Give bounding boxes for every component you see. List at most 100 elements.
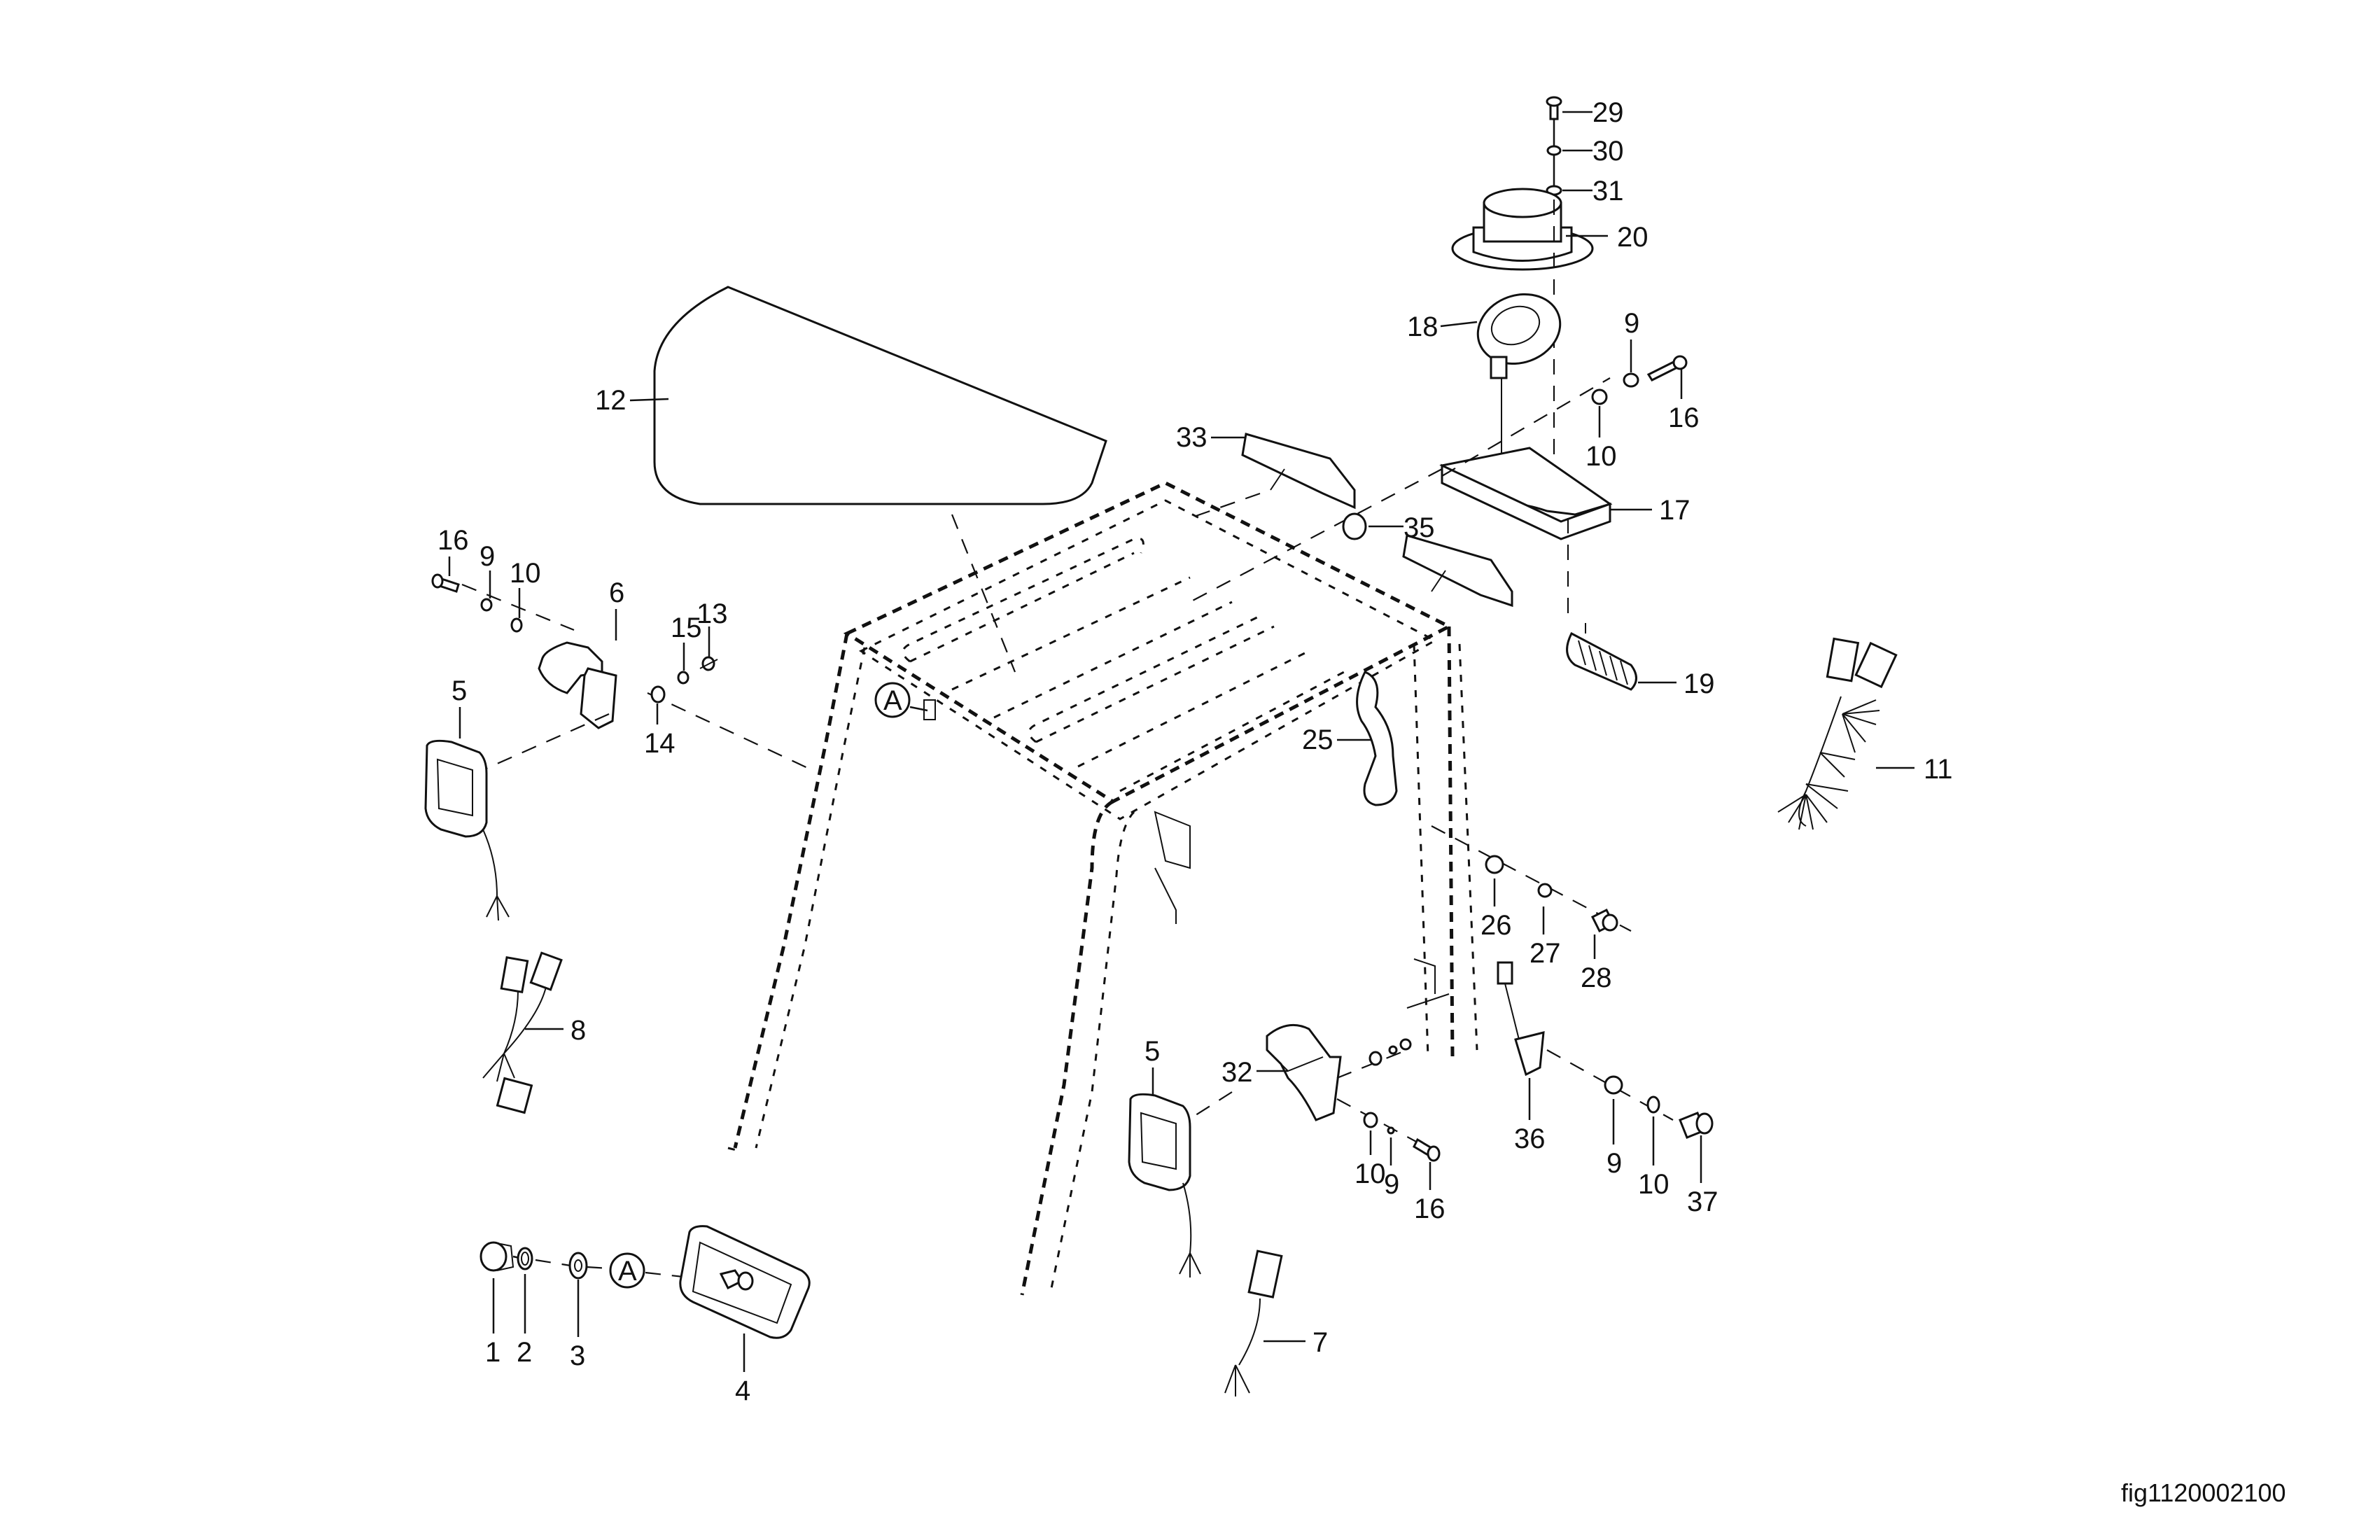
callout-14: 14 bbox=[644, 704, 676, 759]
part-26-washer bbox=[1485, 855, 1504, 874]
part-36-rear-light bbox=[1497, 961, 1545, 1077]
part-9-washer-lower-right bbox=[1604, 1075, 1623, 1095]
callout-number: 33 bbox=[1176, 422, 1208, 453]
part-10-washer-lower-right bbox=[1646, 1096, 1660, 1114]
callout-12: 12 bbox=[595, 385, 669, 416]
callout-number: 12 bbox=[595, 385, 626, 416]
callout-number: 14 bbox=[644, 728, 676, 759]
callout-25: 25 bbox=[1302, 724, 1372, 755]
callout-7: 7 bbox=[1264, 1327, 1328, 1358]
part-10-washer-left bbox=[510, 617, 523, 633]
callout-number: 20 bbox=[1617, 222, 1648, 253]
part-16-bolt-lower-mid bbox=[1413, 1138, 1441, 1162]
detail-label: A bbox=[618, 1256, 637, 1287]
callout-20: 20 bbox=[1566, 222, 1648, 253]
part-33-light-bar bbox=[1241, 433, 1356, 510]
figure-id-label: fig1120002100 bbox=[2121, 1478, 2286, 1507]
callout-37: 37 bbox=[1687, 1135, 1718, 1217]
callout-number: 5 bbox=[1144, 1036, 1160, 1067]
part-4-mirror bbox=[679, 1225, 811, 1339]
part-15-lockwasher bbox=[677, 671, 690, 685]
callout-number: 4 bbox=[735, 1376, 750, 1406]
part-10-washer-lower-mid bbox=[1363, 1112, 1378, 1128]
overhead-guard-frame bbox=[727, 481, 1478, 1296]
callout-number: 29 bbox=[1592, 97, 1624, 128]
part-37-bolt bbox=[1679, 1112, 1714, 1139]
part-9-lockwasher-left bbox=[480, 598, 493, 612]
callout-1: 1 bbox=[485, 1278, 500, 1368]
part-5-work-light-lower bbox=[1128, 1093, 1201, 1278]
callout-number: 25 bbox=[1302, 724, 1334, 755]
callout-number: 16 bbox=[438, 525, 469, 556]
part-32-shroud bbox=[1266, 1023, 1342, 1121]
callout-4: 4 bbox=[735, 1334, 750, 1406]
part-35-light-bar bbox=[1402, 534, 1513, 608]
callout-number: 32 bbox=[1222, 1057, 1253, 1088]
part-35-spacer bbox=[1342, 512, 1367, 540]
callout-number: 7 bbox=[1312, 1327, 1328, 1358]
callout-9-left: 9 bbox=[479, 541, 495, 598]
callout-2: 2 bbox=[517, 1274, 532, 1368]
callout-number: 10 bbox=[1638, 1169, 1670, 1200]
detail-label: A bbox=[883, 685, 902, 716]
callout-number: 18 bbox=[1407, 312, 1438, 342]
callout-number: 3 bbox=[570, 1340, 585, 1371]
part-29-screw bbox=[1546, 96, 1562, 120]
callout-number: 9 bbox=[1624, 308, 1639, 339]
part-2-lockwasher bbox=[517, 1247, 533, 1270]
callout-number: 9 bbox=[1384, 1169, 1399, 1200]
callout-number: 13 bbox=[696, 598, 728, 629]
callout-number: 2 bbox=[517, 1337, 532, 1368]
callout-number: 36 bbox=[1514, 1124, 1546, 1154]
callout-number: 37 bbox=[1687, 1186, 1718, 1217]
callout-number: 19 bbox=[1684, 668, 1715, 699]
part-5-work-light-left bbox=[424, 739, 510, 921]
callout-number: 27 bbox=[1530, 938, 1561, 969]
callout-number: 5 bbox=[451, 676, 467, 706]
callout-number: 15 bbox=[671, 612, 702, 643]
part-16-bolt-left bbox=[431, 573, 460, 593]
callout-33: 33 bbox=[1176, 422, 1246, 453]
callout-3: 3 bbox=[570, 1280, 585, 1371]
callout-5-left: 5 bbox=[451, 676, 467, 738]
callout-number: 30 bbox=[1592, 136, 1624, 167]
callout-number: 8 bbox=[570, 1015, 586, 1046]
callout-number: 10 bbox=[510, 558, 541, 589]
part-28-cap-screw bbox=[1590, 908, 1618, 933]
callout-number: 9 bbox=[479, 541, 495, 572]
callout-8: 8 bbox=[525, 1015, 586, 1046]
part-12-roof-panel bbox=[653, 286, 1107, 673]
callout-5-lower: 5 bbox=[1144, 1036, 1160, 1096]
callout-28: 28 bbox=[1581, 934, 1612, 993]
callout-30: 30 bbox=[1562, 136, 1624, 167]
callout-9-upper-right: 9 bbox=[1624, 308, 1639, 372]
callout-number: 11 bbox=[1924, 754, 1953, 785]
part-25-grab-handle bbox=[1356, 671, 1398, 806]
detail-a-marker-frame: A bbox=[874, 682, 936, 720]
washer-32-mount bbox=[1368, 1051, 1382, 1066]
callout-13: 13 bbox=[696, 598, 728, 657]
part-10-washer-upper-right bbox=[1591, 388, 1608, 405]
callout-19: 19 bbox=[1638, 668, 1715, 699]
callout-number: 9 bbox=[1606, 1148, 1622, 1179]
callout-9-lower-mid: 9 bbox=[1384, 1138, 1399, 1200]
callout-10-lower-mid: 10 bbox=[1354, 1130, 1386, 1189]
callout-number: 26 bbox=[1480, 910, 1512, 941]
callout-6: 6 bbox=[609, 578, 624, 640]
callout-number: 10 bbox=[1586, 441, 1617, 472]
part-6-light-bracket bbox=[538, 641, 617, 729]
callout-35: 35 bbox=[1368, 512, 1435, 543]
callout-16-left: 16 bbox=[438, 525, 469, 576]
part-14-washer bbox=[650, 685, 666, 704]
callout-31: 31 bbox=[1562, 176, 1624, 206]
callout-16-lower-mid: 16 bbox=[1414, 1162, 1446, 1224]
part-19-strobe-light bbox=[1566, 623, 1637, 691]
callout-number: 16 bbox=[1414, 1194, 1446, 1224]
callout-10-lower-right: 10 bbox=[1638, 1116, 1670, 1200]
nut-32-mount bbox=[1399, 1038, 1412, 1051]
part-3-washer bbox=[568, 1252, 588, 1280]
part-9-lockwasher-upper-right bbox=[1623, 372, 1639, 388]
part-30-washer bbox=[1546, 145, 1562, 156]
lockwasher-32-mount bbox=[1388, 1045, 1398, 1055]
callout-15: 15 bbox=[671, 612, 702, 671]
